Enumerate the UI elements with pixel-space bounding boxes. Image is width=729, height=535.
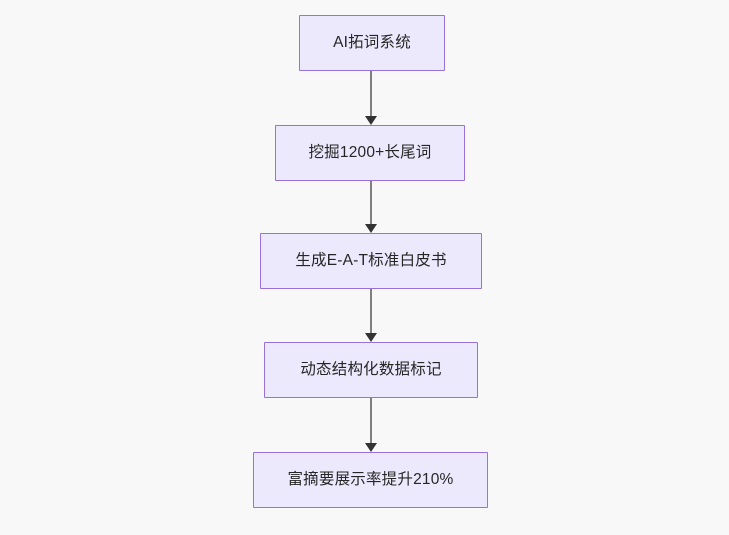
- connector-line: [370, 398, 372, 444]
- connector-line: [370, 71, 372, 117]
- flow-node-5[interactable]: 富摘要展示率提升210%: [253, 452, 488, 508]
- flow-node-label: 生成E-A-T标准白皮书: [295, 252, 447, 270]
- flow-node-2[interactable]: 挖掘1200+长尾词: [275, 125, 465, 181]
- arrowhead-icon: [365, 224, 377, 233]
- flow-node-label: 动态结构化数据标记: [300, 361, 442, 379]
- flow-node-3[interactable]: 生成E-A-T标准白皮书: [260, 233, 482, 289]
- arrowhead-icon: [365, 116, 377, 125]
- connector-line: [370, 181, 372, 225]
- flow-node-1[interactable]: AI拓词系统: [299, 15, 445, 71]
- arrowhead-icon: [365, 443, 377, 452]
- flow-node-label: AI拓词系统: [333, 34, 411, 52]
- flow-node-label: 富摘要展示率提升210%: [287, 471, 454, 489]
- connector-line: [370, 289, 372, 334]
- flow-node-label: 挖掘1200+长尾词: [308, 144, 432, 162]
- flow-node-4[interactable]: 动态结构化数据标记: [264, 342, 478, 398]
- arrowhead-icon: [365, 333, 377, 342]
